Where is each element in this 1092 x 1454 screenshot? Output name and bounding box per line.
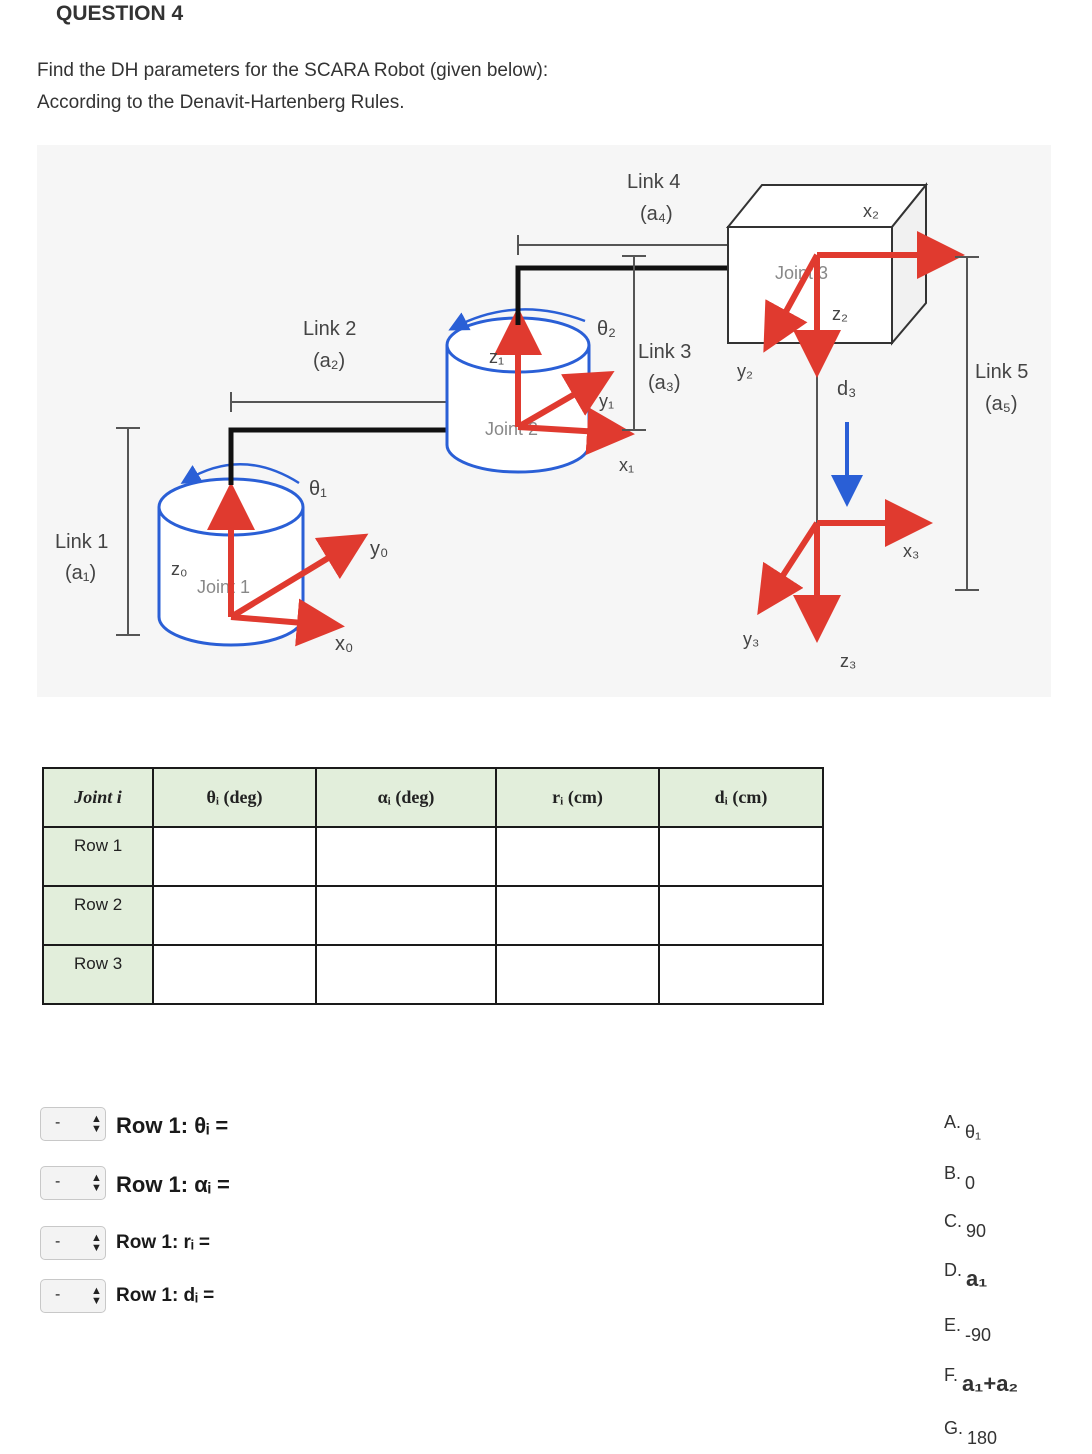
link5-a-label: (a₅) — [985, 393, 1018, 415]
row-label: Row 1 — [42, 826, 154, 887]
table-cell — [495, 826, 660, 887]
table-cell — [658, 944, 824, 1005]
table-cell — [495, 944, 660, 1005]
selected-value: - — [55, 1114, 61, 1131]
link3-label: Link 3 — [638, 341, 691, 363]
up-down-arrows-icon: ▲▼ — [91, 1113, 102, 1135]
link1-a-label: (a₁) — [65, 562, 96, 584]
link1-dimension — [116, 427, 140, 636]
z1-label: z₁ — [489, 347, 504, 367]
link4-dimension — [517, 235, 737, 255]
x0-label: x₀ — [335, 633, 353, 655]
option-a: A.θ₁ — [944, 1112, 982, 1142]
z0-label: z₀ — [171, 559, 187, 579]
table-cell — [315, 944, 497, 1005]
link2-dimension — [230, 392, 477, 412]
header-joint: Joint i — [42, 767, 154, 828]
table-cell — [658, 885, 824, 946]
link2-label: Link 2 — [303, 318, 356, 340]
answer-select-d[interactable]: - ▲▼ — [40, 1279, 106, 1313]
link3-4-bar — [515, 265, 737, 325]
theta1-rotation-arrow — [180, 463, 300, 485]
link4-label: Link 4 — [627, 171, 680, 193]
scara-robot-figure: Link 1 (a₁) Joint 1 θ₁ z₀ y₀ x₀ Link 2 (… — [37, 145, 1051, 697]
header-alpha: αᵢ (deg) — [315, 767, 497, 828]
x3-label: x₃ — [903, 541, 919, 561]
x1-axis-arrow — [517, 407, 635, 456]
answer-select-r[interactable]: - ▲▼ — [40, 1226, 106, 1260]
y3-axis-arrow — [757, 521, 820, 616]
link2-bar — [228, 427, 477, 485]
option-d: D.a₁ — [944, 1260, 988, 1291]
dh-parameter-table: Joint i θᵢ (deg) αᵢ (deg) rᵢ (cm) dᵢ (cm… — [42, 767, 824, 1005]
selected-value: - — [55, 1233, 61, 1250]
y0-axis-arrow — [229, 533, 369, 620]
question-label: Row 1: θᵢ = — [116, 1113, 229, 1138]
table-cell — [315, 826, 497, 887]
selected-value: - — [55, 1286, 61, 1303]
link2-a-label: (a₂) — [313, 350, 345, 372]
option-f: F.a₁+a₂ — [944, 1365, 1019, 1396]
option-c: C.90 — [944, 1211, 987, 1241]
link3-a-label: (a₃) — [648, 372, 681, 394]
row-label: Row 2 — [42, 885, 154, 946]
table-cell — [495, 885, 660, 946]
header-theta: θᵢ (deg) — [152, 767, 317, 828]
y2-axis-arrow — [763, 253, 820, 353]
table-cell — [658, 826, 824, 887]
option-b: B.0 — [944, 1163, 976, 1193]
up-down-arrows-icon: ▲▼ — [91, 1285, 102, 1307]
option-g: G.180 — [944, 1418, 998, 1448]
question-label: Row 1: dᵢ = — [116, 1285, 215, 1306]
table-cell — [152, 944, 317, 1005]
theta2-label: θ₂ — [597, 318, 616, 340]
question-label: Row 1: αᵢ = — [116, 1172, 230, 1197]
y0-label: y₀ — [370, 538, 388, 560]
instruction-line-1: Find the DH parameters for the SCARA Rob… — [37, 60, 549, 81]
selected-value: - — [55, 1173, 61, 1190]
header-r: rᵢ (cm) — [495, 767, 660, 828]
link4-a-label: (a₄) — [640, 203, 673, 225]
up-down-arrows-icon: ▲▼ — [91, 1172, 102, 1194]
row-label: Row 3 — [42, 944, 154, 1005]
answer-select-theta[interactable]: - ▲▼ — [40, 1107, 106, 1141]
d3-label: d₃ — [837, 378, 856, 400]
joint1-label: Joint 1 — [197, 577, 250, 597]
y3-label: y₃ — [743, 629, 759, 649]
table-row: Row 1 — [42, 826, 824, 887]
z2-label: z₂ — [832, 304, 848, 324]
up-down-arrows-icon: ▲▼ — [91, 1232, 102, 1254]
x2-label: x₂ — [863, 201, 879, 221]
header-d: dᵢ (cm) — [658, 767, 824, 828]
link5-dimension — [955, 256, 979, 591]
z3-label: z₃ — [840, 651, 856, 671]
y1-label: y₁ — [599, 391, 614, 411]
link3-dimension — [622, 255, 646, 431]
option-e: E.-90 — [944, 1315, 992, 1345]
table-row: Row 3 — [42, 944, 824, 1005]
table-cell — [152, 826, 317, 887]
theta1-label: θ₁ — [309, 478, 327, 500]
table-header-row: Joint i θᵢ (deg) αᵢ (deg) rᵢ (cm) dᵢ (cm… — [42, 767, 824, 828]
table-cell — [315, 885, 497, 946]
question-title: QUESTION 4 — [56, 2, 184, 25]
instruction-line-2: According to the Denavit-Hartenberg Rule… — [37, 92, 405, 113]
x0-axis-arrow — [230, 598, 345, 647]
table-cell — [152, 885, 317, 946]
y2-label: y₂ — [737, 361, 753, 381]
y1-axis-arrow — [516, 370, 615, 430]
answer-select-alpha[interactable]: - ▲▼ — [40, 1166, 106, 1200]
x1-label: x₁ — [619, 455, 634, 475]
question-label: Row 1: rᵢ = — [116, 1232, 211, 1253]
link5-label: Link 5 — [975, 361, 1028, 383]
table-row: Row 2 — [42, 885, 824, 946]
link1-label: Link 1 — [55, 531, 108, 553]
